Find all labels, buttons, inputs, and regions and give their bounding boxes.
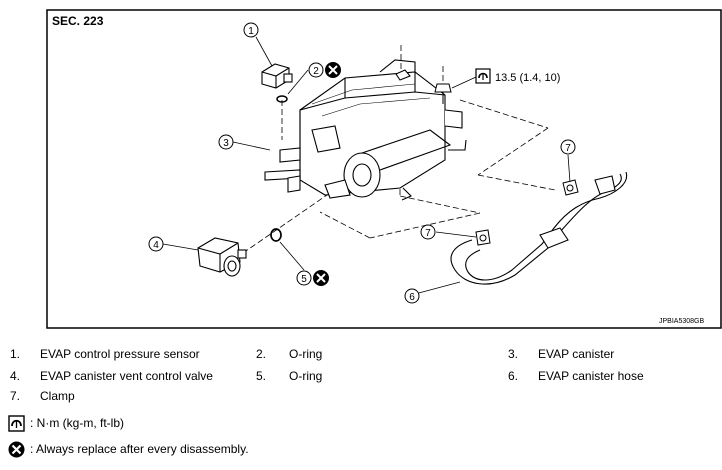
callout-5: 5: [296, 270, 312, 286]
replace-note-text: : Always replace after every disassembly…: [30, 442, 249, 456]
callout-leaders: [162, 36, 571, 295]
legend-number: 7.: [10, 389, 21, 403]
legend-text: EVAP control pressure sensor: [40, 347, 200, 361]
legend-number: 6.: [508, 369, 519, 383]
svg-text:7: 7: [565, 143, 571, 154]
svg-text:6: 6: [409, 292, 415, 303]
legend-number: 2.: [256, 347, 267, 361]
legend-text: Clamp: [40, 389, 75, 403]
replace-x-icon: [325, 62, 341, 78]
callout-1: 1: [243, 22, 259, 38]
torque-note-text: : N·m (kg-m, ft-lb): [30, 416, 124, 430]
svg-text:5: 5: [301, 274, 307, 285]
evap-canister-vent-control-valve: [197, 237, 247, 277]
callout-2: 2: [308, 62, 324, 78]
mounting-bolt: [434, 83, 452, 104]
legend-text: EVAP canister hose: [538, 369, 644, 383]
section-label: SEC. 223: [52, 14, 104, 28]
callout-4: 4: [148, 236, 164, 252]
svg-text:3: 3: [223, 138, 229, 149]
replace-x-icon: [313, 270, 329, 286]
legend-number: 5.: [256, 369, 267, 383]
parts-diagram: SEC. 223 JPBIA5308GB: [46, 9, 722, 329]
figure-code: JPBIA5308GB: [659, 318, 704, 325]
replace-x-icon: [8, 441, 25, 458]
legend-text: EVAP canister: [538, 347, 615, 361]
torque-wrench-icon: [8, 415, 25, 432]
torque-spec: 13.5 (1.4, 10): [495, 72, 560, 84]
callout-7-lower: 7: [420, 224, 436, 240]
svg-text:7: 7: [425, 228, 431, 239]
evap-canister: [264, 59, 467, 201]
callout-7-upper: 7: [560, 139, 576, 155]
hose-clamp-upper: [562, 179, 579, 196]
hose-clamp-lower: [475, 229, 491, 246]
evap-canister-hose: [450, 171, 628, 285]
svg-text:2: 2: [313, 66, 319, 77]
legend-number: 4.: [10, 369, 21, 383]
evap-control-pressure-sensor: [261, 63, 293, 89]
legend-number: 3.: [508, 347, 519, 361]
svg-text:1: 1: [248, 26, 254, 37]
o-ring-upper: [276, 95, 288, 103]
legend-number: 1.: [10, 347, 21, 361]
o-ring-lower: [270, 228, 282, 242]
legend-text: O-ring: [289, 347, 323, 361]
legend-text: O-ring: [289, 369, 323, 383]
legend-text: EVAP canister vent control valve: [40, 369, 213, 383]
diagram-frame: [46, 9, 722, 329]
torque-wrench-icon: [475, 68, 491, 84]
callout-3: 3: [218, 134, 234, 150]
callout-6: 6: [404, 288, 420, 304]
svg-text:4: 4: [153, 240, 159, 251]
